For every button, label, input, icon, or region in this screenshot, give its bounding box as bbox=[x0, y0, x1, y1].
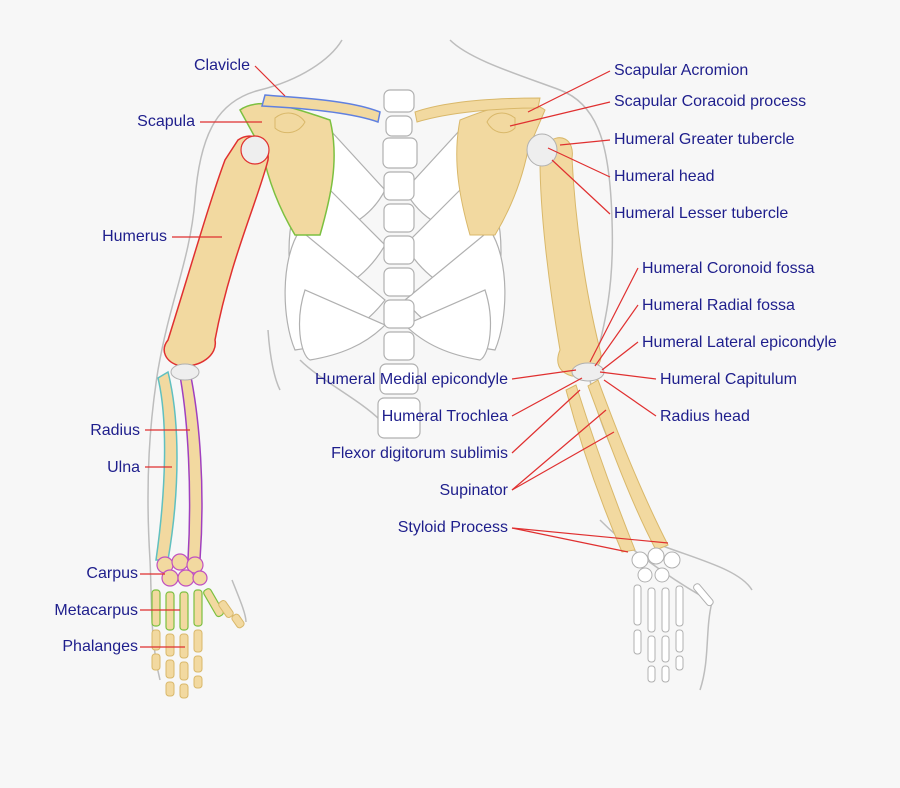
right-humeral-head bbox=[526, 133, 558, 167]
right-humerus bbox=[539, 137, 602, 377]
label-radius: Radius bbox=[90, 422, 140, 439]
left-elbow bbox=[170, 363, 200, 381]
label-supinator: Supinator bbox=[439, 482, 509, 499]
right-hand bbox=[631, 547, 714, 683]
label-clavicle: Clavicle bbox=[193, 57, 250, 74]
left-humeral-head bbox=[240, 135, 270, 165]
left-clavicle bbox=[261, 94, 381, 123]
left-metacarpus bbox=[151, 588, 224, 631]
spine bbox=[377, 89, 421, 439]
right-elbow bbox=[571, 362, 605, 382]
label-humeral-coronoid-fossa: Humeral Coronoid fossa bbox=[642, 260, 815, 277]
label-carpus: Carpus bbox=[86, 565, 138, 582]
label-flexor-digitorum: Flexor digitorum sublimis bbox=[331, 445, 508, 462]
right-acromion bbox=[486, 112, 516, 134]
left-humerus bbox=[163, 135, 269, 367]
label-humeral-radial-fossa: Humeral Radial fossa bbox=[642, 297, 795, 314]
label-humerus: Humerus bbox=[102, 228, 167, 245]
left-radius bbox=[179, 370, 203, 561]
left-ulna bbox=[155, 370, 178, 561]
left-phalanges bbox=[151, 600, 245, 699]
label-humeral-lesser-tubercle: Humeral Lesser tubercle bbox=[614, 205, 789, 222]
label-scapular-coracoid: Scapular Coracoid process bbox=[614, 93, 807, 110]
label-phalanges: Phalanges bbox=[62, 638, 138, 655]
label-scapular-acromion: Scapular Acromion bbox=[614, 62, 749, 79]
right-clavicle bbox=[414, 97, 541, 123]
left-carpus bbox=[156, 553, 208, 587]
label-metacarpus: Metacarpus bbox=[54, 602, 138, 619]
label-humeral-greater-tubercle: Humeral Greater tubercle bbox=[614, 131, 795, 148]
label-humeral-medial-epicondyle: Humeral Medial epicondyle bbox=[315, 371, 508, 388]
label-radius-head: Radius head bbox=[660, 408, 750, 425]
label-humeral-capitulum: Humeral Capitulum bbox=[660, 371, 797, 388]
label-ulna: Ulna bbox=[107, 459, 140, 476]
label-humeral-lateral-epicondyle: Humeral Lateral epicondyle bbox=[642, 334, 837, 351]
label-humeral-trochlea: Humeral Trochlea bbox=[381, 408, 508, 425]
left-acromion bbox=[274, 112, 306, 134]
label-scapula: Scapula bbox=[137, 113, 195, 130]
leader-lines bbox=[140, 65, 669, 648]
label-humeral-head: Humeral head bbox=[614, 168, 715, 185]
label-styloid-process: Styloid Process bbox=[397, 519, 508, 536]
